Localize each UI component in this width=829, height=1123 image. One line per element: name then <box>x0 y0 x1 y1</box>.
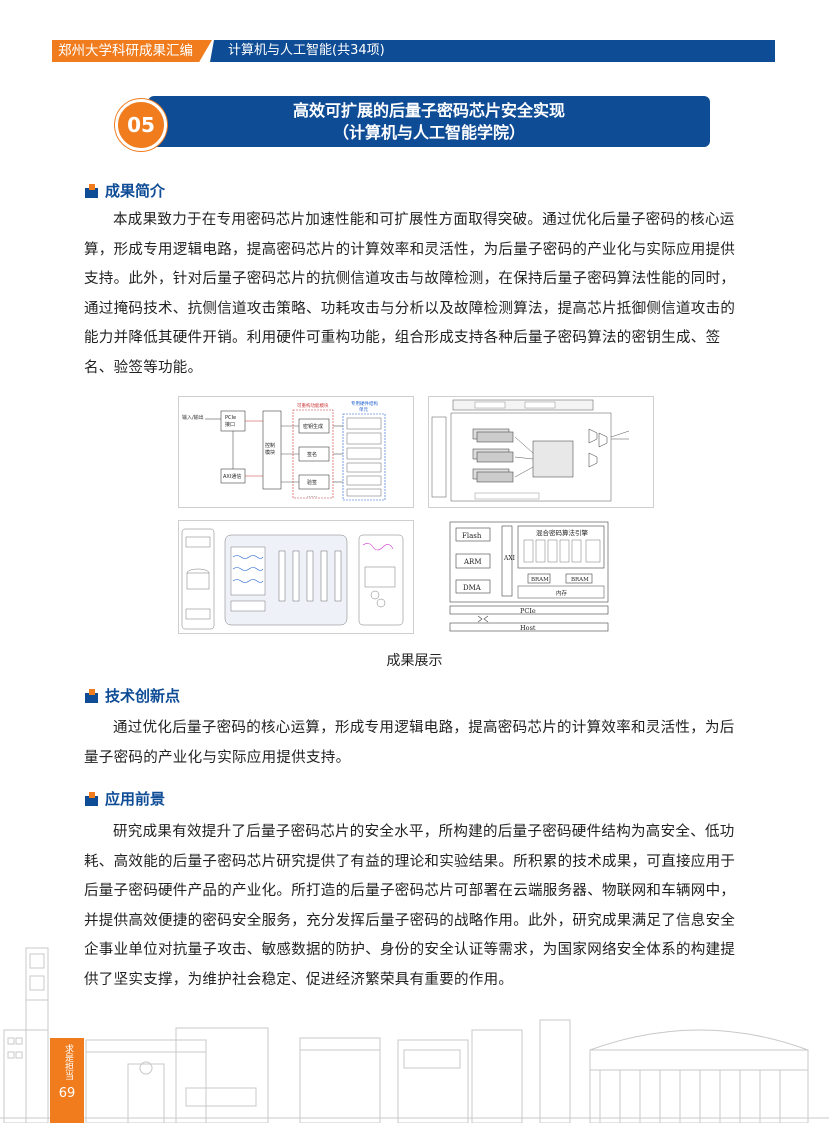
application-paragraph: 研究成果有效提升了后量子密码芯片的安全水平，所构建的后量子密码硬件结构为高安全、… <box>84 824 736 988</box>
svg-text:AXI: AXI <box>503 555 516 562</box>
svg-text:BRAM: BRAM <box>531 577 549 583</box>
running-header: 郑州大学科研成果汇编 计算机与人工智能(共34项) <box>52 40 775 62</box>
header-collection-title: 郑州大学科研成果汇编 <box>52 40 212 62</box>
header-category-title: 计算机与人工智能(共34项) <box>210 40 775 62</box>
campus-skyline-illustration <box>0 947 829 1123</box>
svg-text:单元: 单元 <box>359 406 368 413</box>
motto-vertical-text: 求是担当 <box>63 1044 73 1080</box>
svg-text:ARM: ARM <box>463 558 482 566</box>
project-title-banner: 高效可扩展的后量子密码芯片安全实现 （计算机与人工智能学院） <box>148 96 710 147</box>
project-college: （计算机与人工智能学院） <box>332 123 525 142</box>
svg-text:签名: 签名 <box>307 451 317 458</box>
svg-text:BRAM: BRAM <box>571 577 589 583</box>
fig1-io-label: 输入/输出 <box>182 414 204 421</box>
page-number: 69 <box>58 1086 76 1101</box>
section-bullet-icon <box>85 184 98 198</box>
svg-text:Flash: Flash <box>462 532 482 540</box>
svg-text:可重构功能模块: 可重构功能模块 <box>297 402 329 409</box>
svg-text:AXI通信: AXI通信 <box>223 473 241 480</box>
svg-text:专用硬件结构: 专用硬件结构 <box>351 400 378 407</box>
svg-text:PCIe: PCIe <box>520 607 536 615</box>
figure-hardware-platform-diagram: Flash ARM DMA AXI 混合密码算法引擎 BRAM BRAM 内存 … <box>448 520 612 632</box>
figure-architecture-diagram: 输入/输出 PCIe 接口 AXI通信 控制 模块 可重构功能模块 密钥生成 签… <box>178 396 414 508</box>
innovation-paragraph: 通过优化后量子密码的核心运算，形成专用逻辑电路，提高密码芯片的计算效率和灵活性，… <box>84 720 735 766</box>
svg-text:DMA: DMA <box>463 584 482 592</box>
svg-text:接口: 接口 <box>225 421 235 428</box>
figure-caption: 成果展示 <box>386 653 443 669</box>
svg-text:内存: 内存 <box>556 589 568 597</box>
section-heading-intro: 成果简介 <box>85 181 165 201</box>
svg-text:……: …… <box>307 493 317 499</box>
intro-paragraph: 本成果致力于在专用密码芯片加速性能和可扩展性方面取得突破。通过优化后量子密码的核… <box>84 212 736 376</box>
svg-text:密钥生成: 密钥生成 <box>303 423 323 430</box>
page-number-tab: 求是担当 69 <box>50 1038 84 1123</box>
svg-text:PCIe: PCIe <box>225 415 236 421</box>
project-title: 高效可扩展的后量子密码芯片安全实现 <box>292 101 565 120</box>
figure-pipeline-diagram <box>428 396 654 508</box>
svg-text:控制: 控制 <box>265 442 275 449</box>
section-heading-innovation: 技术创新点 <box>85 686 180 706</box>
svg-text:模块: 模块 <box>265 449 275 456</box>
project-number-badge: 05 <box>115 99 167 151</box>
svg-text:混合密码算法引擎: 混合密码算法引擎 <box>536 528 589 537</box>
svg-text:Host: Host <box>520 624 536 632</box>
svg-text:验签: 验签 <box>307 479 317 486</box>
section-bullet-icon <box>85 689 98 703</box>
section-bullet-icon <box>85 792 98 806</box>
section-heading-application: 应用前景 <box>85 789 165 809</box>
figure-deep-learning-diagram <box>178 520 414 634</box>
